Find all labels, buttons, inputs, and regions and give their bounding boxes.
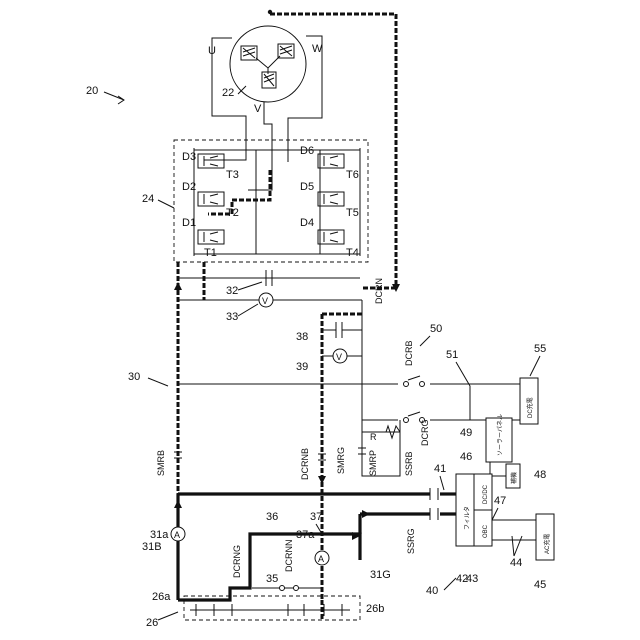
capacitor-38 xyxy=(336,322,342,338)
diode-d4-label: D4 xyxy=(300,217,314,229)
motor-22: U W V 22 xyxy=(208,10,323,115)
relay-ssrg xyxy=(430,508,438,520)
obc43-label: 43 xyxy=(466,573,478,585)
dc55-label: 55 xyxy=(534,343,546,355)
diode-d2-label: D2 xyxy=(182,181,196,193)
system-label: 20 xyxy=(86,85,98,97)
battery-b-label: 26b xyxy=(366,603,384,615)
dcdc-text: DC/DC xyxy=(483,484,489,504)
line31a-label: 31a xyxy=(150,529,169,541)
volt39-label: 39 xyxy=(296,361,308,373)
smrp-label: SMRP xyxy=(368,450,378,476)
ssrb-label: SSRB xyxy=(404,451,414,476)
diode-d6-label: D6 xyxy=(300,145,314,157)
transistor-t1 xyxy=(198,230,224,244)
diode-d3-label: D3 xyxy=(182,151,196,163)
svg-text:A: A xyxy=(318,554,324,564)
phase-w-label: W xyxy=(312,43,323,55)
relay-dcrb xyxy=(404,376,425,387)
r-label: R xyxy=(370,432,377,442)
ssrg-label: SSRG xyxy=(406,528,416,554)
transistor-t6 xyxy=(318,154,344,168)
battery-cells xyxy=(190,604,350,616)
phase-v-label: V xyxy=(254,103,262,115)
diode-d5-label: D5 xyxy=(300,181,314,193)
dcrb-label: DCRB xyxy=(404,340,414,366)
transistor-t5 xyxy=(318,192,344,206)
motor-label: 22 xyxy=(222,87,234,99)
coil-u-icon xyxy=(241,46,257,60)
line44-label: 44 xyxy=(510,557,522,569)
diode-d1-label: D1 xyxy=(182,217,196,229)
transistor-t5-label: T5 xyxy=(346,207,359,219)
line35-label: 35 xyxy=(266,573,278,585)
line31g-label: 31G xyxy=(370,569,391,581)
line37a-label: 37a xyxy=(296,529,315,541)
transistor-t2 xyxy=(198,192,224,206)
aux-text: 補機 xyxy=(510,472,518,484)
dc-charger-text: DC充電 xyxy=(526,397,534,418)
transistor-t3-label: T3 xyxy=(226,169,239,181)
transistor-t3 xyxy=(198,154,224,168)
ac-charger-text: AC充電 xyxy=(543,534,551,554)
current-path-dashed xyxy=(270,14,396,288)
svg-text:A: A xyxy=(174,530,180,540)
arrow-up-icon xyxy=(174,282,182,290)
dcrnn-label: DCRNN xyxy=(284,540,294,573)
cap32-label: 32 xyxy=(226,285,238,297)
thick-path-35-36 xyxy=(178,534,360,600)
solar-text: ソーラーパネル xyxy=(497,414,504,456)
filter-text: フィルタ xyxy=(463,506,471,530)
dcdc46-label: 46 xyxy=(460,451,472,463)
dcrnb-label: DCRNB xyxy=(300,448,310,480)
cap38-label: 38 xyxy=(296,331,308,343)
line36-label: 36 xyxy=(266,511,278,523)
dcrn-label: DCRN xyxy=(374,278,384,304)
line47-label: 47 xyxy=(494,495,506,507)
battery-a-label: 26a xyxy=(152,591,171,603)
transistor-t4-label: T4 xyxy=(346,247,359,259)
voltmeter-33: V xyxy=(259,293,273,307)
battery-label: 26 xyxy=(146,617,158,629)
line51-label: 51 xyxy=(446,349,458,361)
transistor-t1-label: T1 xyxy=(204,247,217,259)
volt33-label: 33 xyxy=(226,311,238,323)
charger40-label: 40 xyxy=(426,585,438,597)
transistor-t4 xyxy=(318,230,344,244)
line31b-label: 31B xyxy=(142,541,162,553)
svg-text:V: V xyxy=(336,352,342,362)
relay-ssrb xyxy=(430,488,438,500)
line30-label: 30 xyxy=(128,371,140,383)
line37-label: 37 xyxy=(310,511,322,523)
dcrng-label: DCRNG xyxy=(232,545,242,578)
current-sensor-37a: A xyxy=(315,551,329,565)
dcrg-label: DCRG xyxy=(420,420,430,447)
transistor-t6-label: T6 xyxy=(346,169,359,181)
inverter-label: 24 xyxy=(142,193,154,205)
line41-label: 41 xyxy=(434,463,446,475)
dc50-label: 50 xyxy=(430,323,442,335)
current-sensor-31a: A xyxy=(171,527,185,541)
coil-v-icon xyxy=(262,72,276,88)
solar49-label: 49 xyxy=(460,427,472,439)
aux48-label: 48 xyxy=(534,469,546,481)
voltmeter-39: V xyxy=(333,349,347,363)
ac45-label: 45 xyxy=(534,579,546,591)
arrow-down-icon-2 xyxy=(318,476,326,484)
obc-text: OBC xyxy=(483,524,489,538)
smrg-label: SMRG xyxy=(336,447,346,474)
smrb-label: SMRB xyxy=(156,450,166,476)
coil-w-icon xyxy=(278,44,294,58)
svg-text:V: V xyxy=(262,296,268,306)
